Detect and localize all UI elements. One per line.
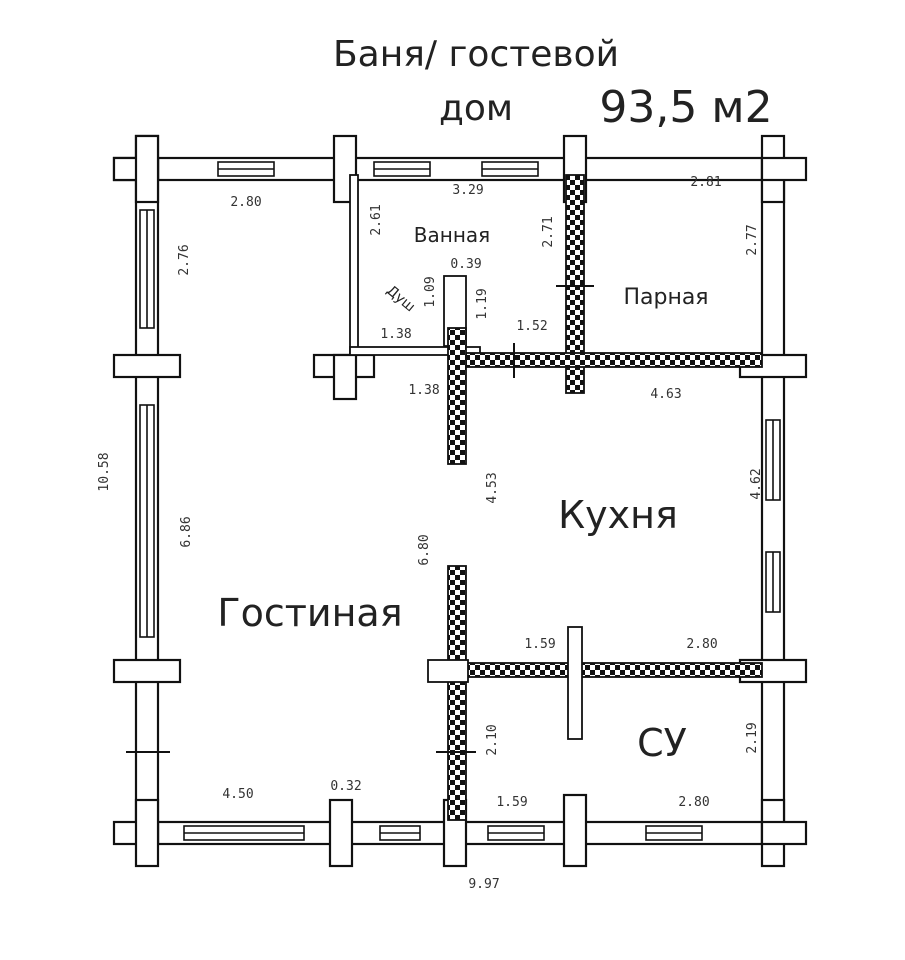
room-kitchen-label: Кухня — [558, 493, 678, 537]
dim-overall-height: 10.58 — [97, 452, 112, 491]
room-steam-label: Парная — [623, 285, 708, 310]
dim-top-left-width: 2.80 — [230, 195, 261, 210]
dim-bath-door-gap: 1.52 — [516, 319, 547, 334]
dim-living-inner-height: 6.80 — [417, 534, 432, 565]
dimension-labels: 2.80 3.29 2.81 2.76 10.58 6.86 2.61 1.09… — [97, 175, 764, 892]
windows — [139, 161, 781, 841]
wall-right — [760, 156, 786, 846]
partitions — [447, 174, 763, 821]
room-wc-label: СУ — [637, 721, 687, 765]
plan-title: Баня/ гостевой — [333, 34, 619, 75]
dim-shower-height: 1.09 — [423, 276, 438, 307]
dim-bottom-left-width: 4.50 — [222, 787, 253, 802]
dim-bath-right-height: 2.71 — [541, 216, 556, 247]
dim-overall-width: 9.97 — [468, 877, 499, 892]
dim-kitchen-bottom-left: 1.59 — [524, 637, 555, 652]
dim-living-height: 6.86 — [179, 516, 194, 547]
dim-top-steam-width: 2.81 — [690, 175, 721, 190]
dim-shower-width: 1.38 — [380, 327, 411, 342]
dim-bottom-gap: 0.32 — [330, 779, 361, 794]
room-shower-label: Душ — [383, 283, 418, 316]
dim-top-bath-width: 3.29 — [452, 183, 483, 198]
dim-kitchen-height: 4.53 — [485, 472, 500, 503]
plan-title-line2: дом — [439, 88, 513, 129]
dim-bath-height: 2.61 — [369, 204, 384, 235]
dim-wc-right-height: 2.19 — [745, 722, 760, 753]
dim-wc-bottom-left: 1.59 — [496, 795, 527, 810]
dim-left-upper-height: 2.76 — [177, 244, 192, 275]
dim-steam-height: 2.77 — [745, 224, 760, 255]
dim-shower-gap: 0.39 — [450, 257, 481, 272]
dim-kitchen-bottom-right: 2.80 — [686, 637, 717, 652]
dim-wc-bottom-right: 2.80 — [678, 795, 709, 810]
room-living-label: Гостиная — [217, 591, 402, 635]
dim-kitchen-width: 4.63 — [650, 387, 681, 402]
dim-hall-width: 1.38 — [408, 383, 439, 398]
door-marks — [126, 285, 594, 753]
dim-shower-wall: 1.19 — [475, 288, 490, 319]
dim-wc-left-height: 2.10 — [485, 724, 500, 755]
area-label: 93,5 м2 — [599, 82, 772, 133]
dim-kitchen-right-height: 4.62 — [749, 468, 764, 499]
room-bath-label: Ванная — [414, 223, 490, 247]
